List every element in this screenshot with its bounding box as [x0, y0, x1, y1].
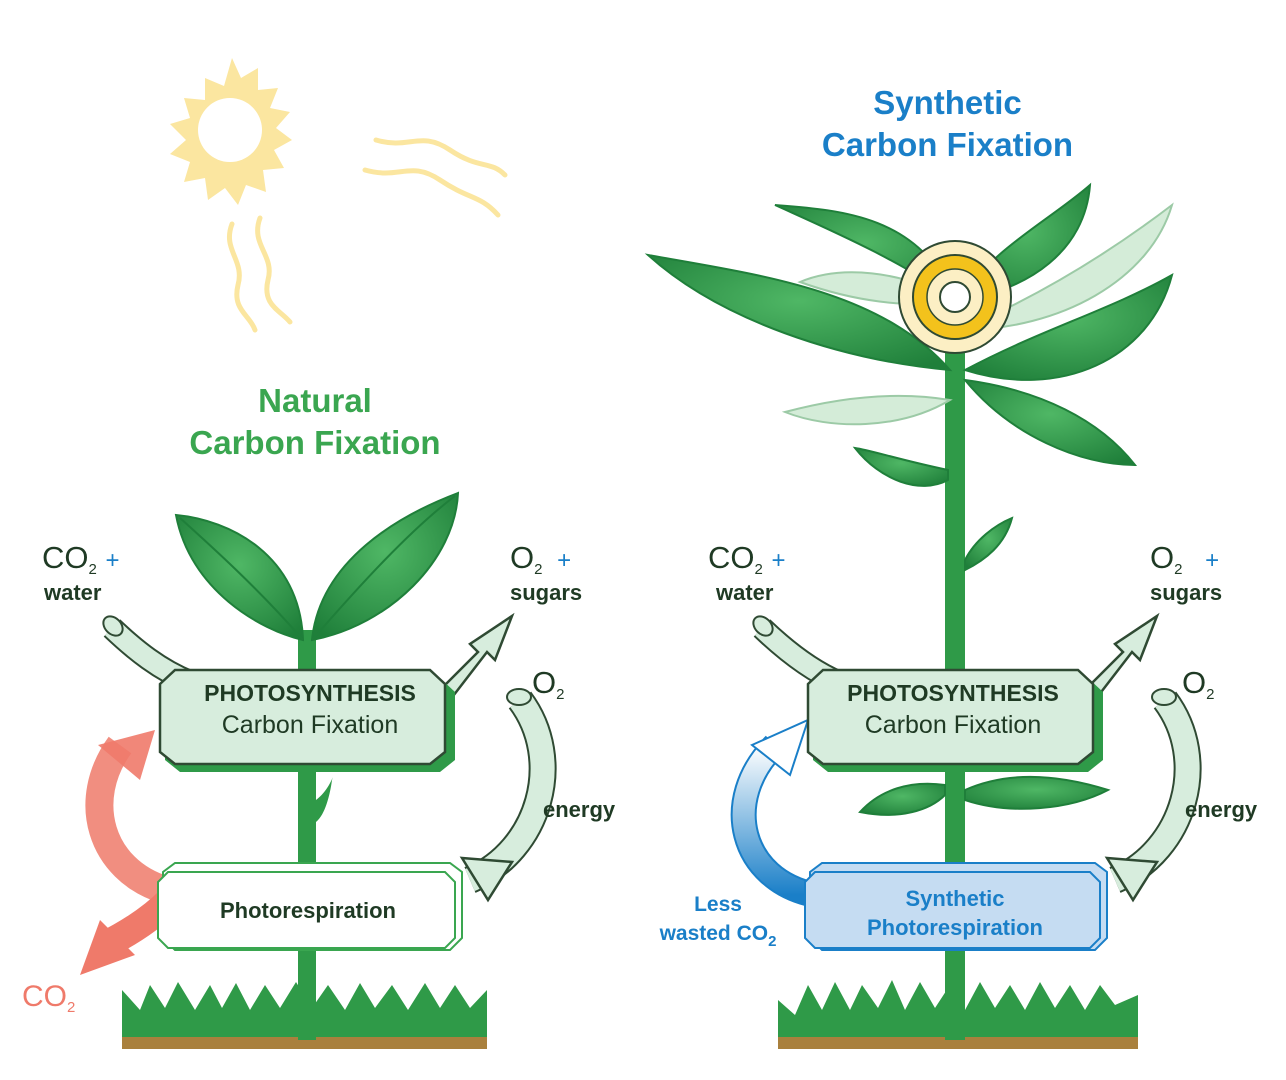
wasted-co2-text: wasted CO: [659, 922, 769, 945]
o2-text: O: [532, 665, 557, 700]
natural-energy-label: energy: [543, 797, 616, 822]
synthetic-co2-recycle-arrow: [730, 718, 819, 908]
synthetic-energy-arrow: [1104, 688, 1202, 903]
o2-text: O: [510, 540, 535, 575]
natural-o2-in-label: O2: [532, 665, 564, 703]
synthetic-photorespiration-label: Synthetic Photorespiration: [805, 884, 1105, 942]
plus-sign: +: [771, 547, 786, 574]
synthetic-title-line2: Carbon Fixation: [821, 126, 1074, 163]
natural-energy-arrow: [459, 688, 557, 903]
co2-subscript: 2: [754, 561, 763, 578]
o2-subscript: 2: [1174, 561, 1183, 578]
natural-co2-loss-arrow: [80, 730, 180, 975]
synthetic-o2-in-label: O2: [1182, 665, 1214, 703]
synthetic-photosynthesis-box: [806, 668, 1103, 772]
o2-text: O: [1182, 665, 1207, 700]
sunlight-rays-icon: [227, 137, 508, 333]
natural-photorespiration-label: Photorespiration: [219, 898, 396, 923]
natural-input-water-label: water: [44, 580, 102, 605]
co2-subscript: 2: [67, 999, 76, 1016]
synthetic-photorespiration-box: [804, 862, 1108, 951]
natural-input-co2-label: CO2 +: [42, 540, 119, 578]
natural-title: Natural Carbon Fixation: [170, 380, 460, 464]
synthetic-input-water-label: water: [716, 580, 774, 605]
o2-subscript: 2: [534, 561, 543, 578]
o2-subscript: 2: [556, 686, 565, 703]
synthetic-energy-label: energy: [1185, 797, 1258, 822]
photosynthesis-title: PHOTOSYNTHESIS: [847, 680, 1059, 706]
natural-title-line1: Natural: [258, 382, 372, 419]
natural-photosynthesis-text: PHOTOSYNTHESIS Carbon Fixation: [160, 680, 460, 740]
natural-title-line2: Carbon Fixation: [189, 424, 441, 461]
synthetic-title: Synthetic Carbon Fixation: [800, 82, 1095, 166]
o2-text: O: [1150, 540, 1175, 575]
co2-subscript: 2: [768, 933, 777, 950]
co2-subscript: 2: [88, 561, 97, 578]
co2-text: CO: [22, 980, 67, 1013]
flower-icon: [898, 240, 1012, 354]
synthetic-photorespiration-line1: Synthetic: [905, 886, 1005, 911]
natural-leaves: [174, 491, 460, 642]
less-wasted-line1: Less: [694, 893, 742, 916]
plus-sign: +: [557, 547, 572, 574]
natural-photosynthesis-box: [158, 668, 455, 772]
natural-stem-bud: [316, 777, 333, 822]
less-wasted-co2-label: Less wasted CO2: [648, 890, 788, 956]
less-wasted-line2: wasted CO2: [648, 919, 788, 956]
synthetic-photorespiration-line2: Photorespiration: [866, 915, 1043, 940]
synthetic-title-line1: Synthetic: [873, 84, 1022, 121]
carbon-fixation-subtitle: Carbon Fixation: [864, 711, 1042, 739]
plus-sign: +: [1205, 547, 1220, 574]
natural-output-sugars-label: sugars: [510, 580, 583, 605]
o2-subscript: 2: [1206, 686, 1215, 703]
carbon-fixation-subtitle: Carbon Fixation: [221, 711, 399, 739]
plus-sign: +: [105, 547, 120, 574]
natural-photorespiration-box: [157, 862, 463, 951]
natural-output-o2-label: O2 +: [510, 540, 571, 578]
photosynthesis-title: PHOTOSYNTHESIS: [204, 680, 416, 706]
synthetic-output-sugars-label: sugars: [1150, 580, 1223, 605]
natural-co2-out-label: CO2: [22, 980, 75, 1016]
co2-text: CO: [42, 540, 89, 575]
synthetic-photosynthesis-text: PHOTOSYNTHESIS Carbon Fixation: [808, 680, 1098, 740]
co2-text: CO: [708, 540, 755, 575]
natural-output-arrow: [438, 612, 515, 702]
synthetic-input-co2-label: CO2 +: [708, 540, 785, 578]
synthetic-output-o2-label: O2 +: [1150, 540, 1219, 578]
sun-icon: [170, 58, 292, 205]
